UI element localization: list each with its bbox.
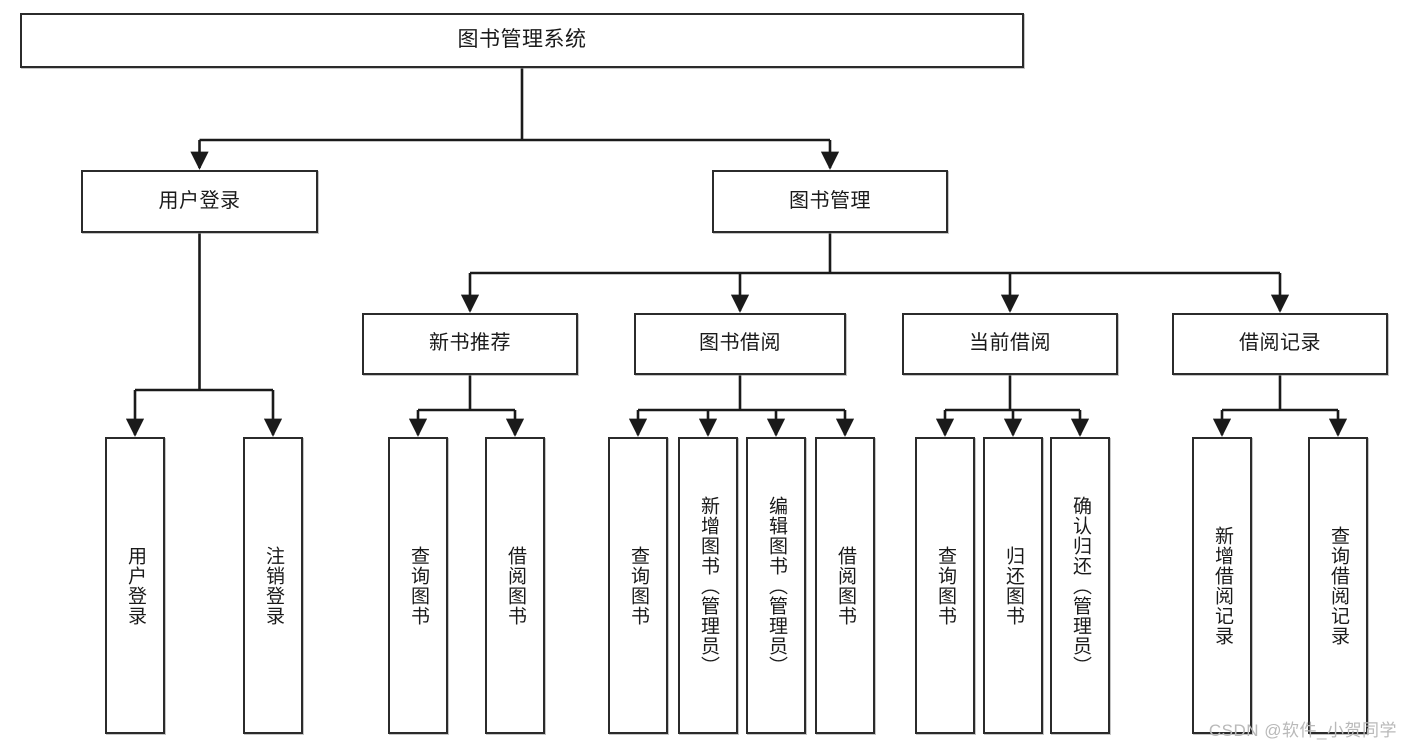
node-label: 借阅图书 [505,545,527,626]
node-label: 查询图书 [935,545,957,626]
node-user-login[interactable]: 用户登录 [81,170,318,233]
node-current-borrow[interactable]: 当前借阅 [902,313,1118,375]
node-label: 新增借阅记录 [1212,525,1234,646]
node-leaf-borrow-book[interactable]: 借阅图书 [815,437,875,734]
node-label: 图书借阅 [699,332,781,355]
node-leaf-add-book[interactable]: 新增图书（管理员） [678,437,738,734]
node-leaf-borrow-book-rec[interactable]: 借阅图书 [485,437,545,734]
node-label: 当前借阅 [969,332,1051,355]
node-leaf-edit-book[interactable]: 编辑图书（管理员） [746,437,806,734]
node-leaf-query-record[interactable]: 查询借阅记录 [1308,437,1368,734]
node-label: 确认归还（管理员） [1070,495,1092,676]
node-leaf-logout[interactable]: 注销登录 [243,437,303,734]
node-label: 新增图书（管理员） [698,495,720,676]
node-book-borrow[interactable]: 图书借阅 [634,313,846,375]
node-leaf-query-book-rec[interactable]: 查询图书 [388,437,448,734]
node-label: 新书推荐 [429,332,511,355]
node-leaf-return-book[interactable]: 归还图书 [983,437,1043,734]
node-label: 图书管理 [789,189,871,212]
node-label: 用户登录 [158,189,241,212]
node-label: 借阅图书 [835,545,857,626]
node-leaf-add-record[interactable]: 新增借阅记录 [1192,437,1252,734]
node-book-manage[interactable]: 图书管理 [712,170,948,233]
node-label: 查询借阅记录 [1328,525,1350,646]
node-leaf-confirm-return[interactable]: 确认归还（管理员） [1050,437,1110,734]
node-label: 编辑图书（管理员） [766,495,788,676]
node-new-book-rec[interactable]: 新书推荐 [362,313,578,375]
connector-lines [125,68,1348,437]
node-label: 借阅记录 [1239,332,1321,355]
node-label: 查询图书 [408,545,430,626]
node-label: 注销登录 [263,545,285,626]
node-label: 图书管理系统 [457,28,587,52]
node-root[interactable]: 图书管理系统 [20,13,1024,68]
node-leaf-query-book-borrow[interactable]: 查询图书 [608,437,668,734]
node-borrow-record[interactable]: 借阅记录 [1172,313,1388,375]
node-label: 归还图书 [1003,545,1025,626]
watermark: CSDN @软件_小贺同学 [1208,721,1397,740]
node-label: 查询图书 [628,545,650,626]
node-leaf-query-book-cur[interactable]: 查询图书 [915,437,975,734]
node-label: 用户登录 [125,545,147,626]
node-leaf-user-login[interactable]: 用户登录 [105,437,165,734]
